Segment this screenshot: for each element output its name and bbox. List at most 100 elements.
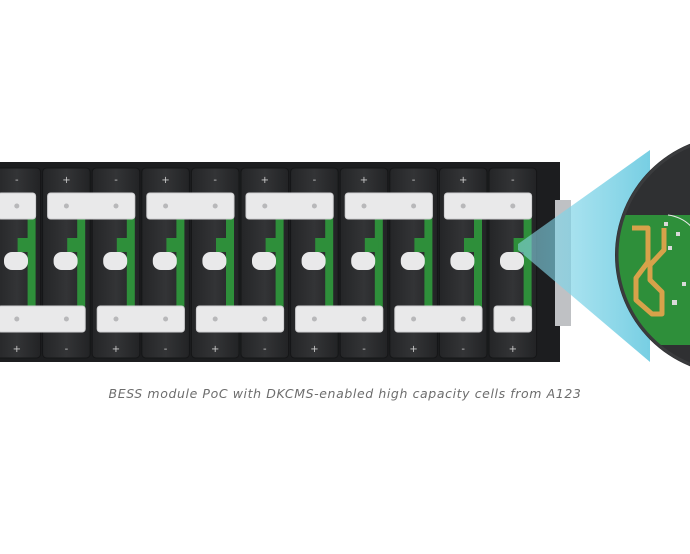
cell-vent [301,252,326,270]
cell-pcb-strip [126,212,135,308]
bus-bar-top [47,192,136,220]
terminal-sign-top: + [459,175,467,186]
terminal-sign-top: - [15,175,19,186]
bus-bar-weld [63,203,69,209]
figure-caption: BESS module PoC with DKCMS-enabled high … [108,386,582,401]
bus-bar-top [0,192,37,220]
terminal-sign-top: + [360,175,368,186]
bus-bar-top [344,192,433,220]
terminal-sign-top: - [114,175,118,186]
cell-pcb-strip [275,212,284,308]
terminal-sign-bottom: - [164,344,168,355]
cell-pcb-chip [67,238,82,252]
terminal-sign-top: + [161,175,169,186]
cell-pcb-chip [414,238,429,252]
cell-pcb-strip [176,212,185,308]
bus-bar-bottom [493,305,533,333]
cell-vent [351,252,376,270]
bus-bar-plate [47,192,136,220]
bus-bar-weld [510,203,516,209]
cell-vent [252,252,276,270]
bus-bar-weld [361,203,367,209]
cell-pcb-chip [116,238,131,252]
bus-bar-weld [14,316,20,322]
terminal-sign-bottom: - [65,344,69,355]
terminal-sign-bottom: + [112,344,120,355]
bus-bar-top [146,192,235,220]
cell-vent [103,252,128,270]
bus-bar-plate [146,192,235,220]
cell-pcb-strip [27,212,36,308]
terminal-sign-bottom: + [509,344,517,355]
bus-bar-weld [510,316,516,322]
cell-pcb-chip [216,238,230,252]
bus-bar-weld [411,316,417,322]
cell-pcb-chip [265,238,280,252]
bus-bar-weld [163,316,169,322]
bus-bar-weld [361,316,367,322]
terminal-sign-top: + [261,175,269,186]
bus-bar-weld [262,203,268,209]
cell-vent [450,252,475,270]
cell-pcb-strip [523,212,532,308]
bus-bar-weld [212,203,218,209]
cell-vent [500,252,524,270]
bus-bar-weld [113,203,119,209]
terminal-sign-top: - [213,175,217,186]
terminal-sign-top: - [412,175,416,186]
cell-pcb-strip [325,212,334,308]
bus-bar-weld [311,203,317,209]
bus-bar-weld [63,316,69,322]
cell-vent [202,252,227,270]
cell-pcb-strip [77,212,86,308]
bus-bar-bottom [0,305,86,333]
bus-bar-weld [311,316,317,322]
bus-bar-plate [96,305,185,333]
bus-bar-weld [14,203,20,209]
bus-bar-weld [212,316,218,322]
terminal-sign-top: + [62,175,70,186]
cell-vent [152,252,177,270]
bus-bar-bottom [394,305,483,333]
terminal-sign-bottom: - [461,344,465,355]
terminal-sign-top: - [313,175,317,186]
bus-bar-plate [344,192,433,220]
cell-vent [53,252,78,270]
cell-pcb-chip [166,238,181,252]
bus-bar-bottom [295,305,384,333]
bus-bar-plate [245,192,334,220]
bus-bar-weld [460,316,466,322]
cell-pcb-chip [17,238,32,252]
terminal-sign-bottom: + [211,344,219,355]
bus-bar-weld [163,203,169,209]
cell-pcb-chip [315,238,330,252]
bus-bar-top [245,192,334,220]
cell-pcb-chip [364,238,379,252]
cell-vent [4,252,28,270]
bus-bar-plate [443,192,533,220]
terminal-sign-bottom: + [13,344,21,355]
bus-bar-plate [0,305,86,333]
bus-bar-weld [411,203,417,209]
copper-trace [632,225,667,317]
terminal-sign-bottom: - [263,344,267,355]
cell-pcb-strip [424,212,433,308]
zoom-beam [518,150,650,362]
terminal-sign-bottom: + [409,344,417,355]
terminal-sign-bottom: - [362,344,366,355]
bus-bar-plate [295,305,384,333]
terminal-sign-bottom: + [310,344,318,355]
cell-pcb-strip [374,212,383,308]
terminal-sign-top: - [511,175,515,186]
bus-bar-plate [394,305,483,333]
bus-bar-weld [113,316,119,322]
bus-bar-top [443,192,533,220]
bus-bar-weld [262,316,268,322]
bus-bar-bottom [195,305,285,333]
cell-pcb-chip [464,238,478,252]
cell-vent [400,252,425,270]
cell-pcb-strip [474,212,482,308]
cell-pcb-strip [226,212,234,308]
